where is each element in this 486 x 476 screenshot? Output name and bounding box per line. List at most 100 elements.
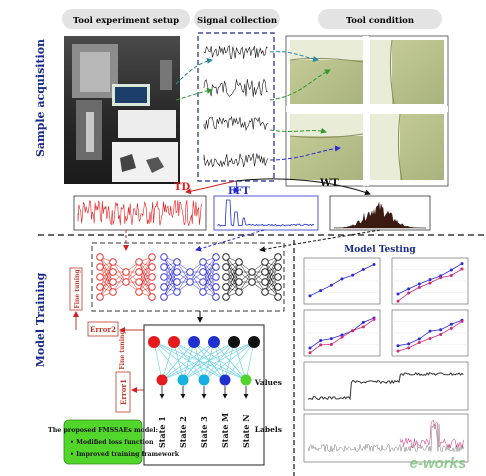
error2-label: Error2 [90, 325, 116, 334]
header-signal: Signal collection [194, 9, 280, 29]
testing-point [428, 337, 432, 341]
classifier-edge [213, 341, 247, 381]
network-node [261, 288, 269, 296]
proposed-item-1: • Modified loss function [70, 439, 154, 446]
values-plot [303, 361, 469, 411]
values-signal [307, 371, 464, 401]
network-node [199, 268, 207, 276]
testing-point [407, 287, 411, 291]
state-label: State 2 [178, 416, 188, 448]
testing-point [407, 346, 411, 350]
testing-point [396, 299, 400, 303]
error1-box [115, 371, 131, 413]
network-edge [138, 266, 153, 293]
network-node [160, 263, 168, 271]
testing-point [308, 294, 312, 298]
network-node [148, 293, 156, 301]
label-fft: FFT [228, 186, 250, 197]
testing-point [319, 289, 323, 293]
testing-point [449, 274, 453, 278]
classifier-edge [245, 341, 255, 381]
td-signal [77, 199, 202, 226]
classifier-edge [173, 341, 184, 381]
network-edge [176, 271, 191, 293]
testing-point [361, 320, 365, 324]
classifier-edge [203, 341, 255, 381]
network-edge [225, 271, 240, 298]
testing-point [417, 285, 421, 289]
testing-point [361, 268, 365, 272]
arrow-fft-net [195, 229, 265, 252]
network-node [109, 268, 117, 276]
classifier-top-node [248, 336, 260, 348]
classifier-top-node [148, 336, 160, 348]
testing-point [460, 267, 464, 271]
network-node [160, 253, 168, 261]
classifier-edge [173, 341, 226, 381]
network-node [148, 253, 156, 261]
network-node [274, 293, 282, 301]
network-node [235, 258, 243, 266]
fine-tuning-top-box [69, 267, 83, 311]
network-edge [125, 261, 140, 283]
classifier-edge [173, 341, 247, 381]
network-node [261, 258, 269, 266]
network-node [135, 288, 143, 296]
fft-wave [217, 199, 315, 227]
network-edge [99, 261, 114, 288]
testing-point [460, 262, 464, 266]
network-node [135, 268, 143, 276]
testing-point [308, 346, 312, 350]
classifier-top-node [228, 336, 240, 348]
state-label: State 3 [199, 416, 209, 448]
network-node [235, 268, 243, 276]
testing-point [417, 337, 421, 341]
values-line [307, 371, 464, 401]
network-edge [264, 256, 279, 283]
network-edge [238, 271, 253, 293]
network-node [248, 278, 256, 286]
testing-point [351, 328, 355, 332]
acquisition-arrows [175, 51, 341, 161]
network-black [222, 253, 282, 301]
testing-point [329, 283, 333, 287]
network-node [135, 258, 143, 266]
proposed-title: The proposed FMSSAEs model: [48, 427, 158, 434]
network-node [212, 273, 220, 281]
fft-signal [217, 199, 315, 227]
network-node [199, 278, 207, 286]
wt-spectrum [333, 202, 426, 229]
micro-3 [289, 114, 364, 180]
labels-line [307, 423, 465, 453]
network-node [248, 268, 256, 276]
network-node [274, 253, 282, 261]
testing-point [439, 332, 443, 336]
header-condition-label: Tool condition [346, 16, 414, 26]
signal-wave [203, 44, 268, 60]
network-node [96, 263, 104, 271]
testing-point [449, 326, 453, 330]
label-wt: WT [319, 178, 339, 189]
network-node [135, 278, 143, 286]
testing-point [372, 262, 376, 266]
state-label: State M [220, 413, 230, 448]
network-edge [264, 256, 279, 293]
classifier-edge [161, 341, 255, 381]
network-node [212, 283, 220, 291]
network-node [148, 263, 156, 271]
network-edge [99, 261, 114, 298]
network-edge [202, 256, 217, 283]
network-edge [225, 261, 240, 288]
network-node [212, 293, 220, 301]
network-node [160, 283, 168, 291]
classifier-edge [153, 341, 226, 381]
network-node [222, 283, 230, 291]
error2-box [87, 321, 119, 337]
labels-signal [307, 420, 465, 453]
fine-tuning-mid-label: Fine tuning [119, 330, 126, 370]
network-edge [138, 256, 153, 293]
testing-point [449, 268, 453, 272]
classifier-edge [224, 341, 235, 381]
